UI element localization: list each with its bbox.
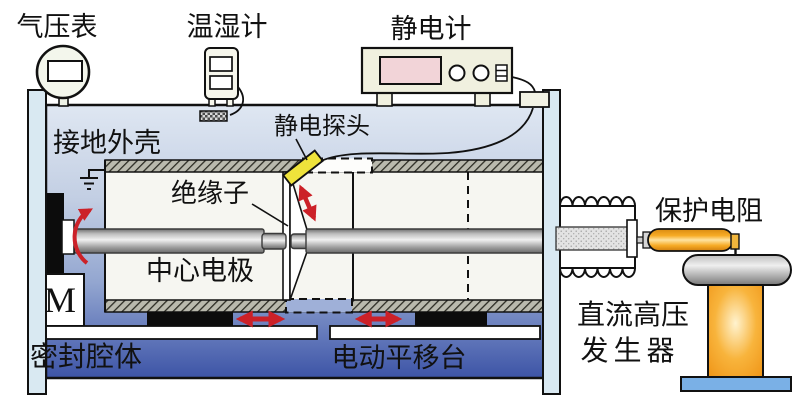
- electrometer-knob: [448, 64, 466, 82]
- electrometer-display: [379, 56, 442, 85]
- left-rod-neck: [261, 232, 287, 250]
- hygrometer-body: [204, 47, 239, 100]
- insulator-label: 绝缘子: [171, 179, 249, 208]
- insulator-pointer-line: [251, 203, 289, 227]
- center-electrode-label: 中心电极: [146, 256, 254, 286]
- left-rod: [73, 228, 265, 254]
- right-rod: [305, 228, 549, 254]
- electrometer-label: 静电计: [391, 14, 472, 44]
- electrometer-cable: [511, 76, 536, 93]
- electrometer-leg: [474, 92, 491, 107]
- hygrometer-sensor-cable: [229, 86, 245, 116]
- bushing-sheds-bottom: [559, 267, 636, 278]
- hygrometer-sensor: [199, 110, 228, 122]
- stage-rail-right: [329, 325, 541, 340]
- barometer-gauge: [35, 44, 91, 107]
- left-flange: [27, 89, 47, 395]
- motor-label: M: [44, 280, 76, 320]
- generator-column: [707, 282, 764, 380]
- center-electrode-rod: [73, 228, 549, 254]
- electrostatic-probe-device: [281, 149, 325, 187]
- bottom-wall-dashed-window: [285, 298, 353, 314]
- sealed-chamber-label: 密封腔体: [30, 341, 142, 373]
- stage-slider-right: [415, 312, 487, 326]
- generator-base: [680, 376, 792, 392]
- hv-generator-label-line1: 直流高压: [577, 299, 689, 331]
- probe-cable: [320, 107, 534, 162]
- electrometer-leg: [376, 92, 393, 107]
- grounded-shell-label: 接地外壳: [53, 128, 161, 158]
- hv-bushing: [555, 196, 638, 278]
- bushing-terminal: [626, 219, 638, 258]
- probe-pointer-line: [295, 138, 308, 161]
- protection-resistor-label: 保护电阻: [655, 196, 763, 226]
- dc-hv-generator: [680, 254, 792, 392]
- protection-resistor-body: [647, 228, 734, 252]
- ground-symbol-icon: [80, 169, 105, 190]
- hv-generator-label-line2: 发生器: [580, 335, 679, 367]
- probe-scan-arrow: [298, 184, 317, 222]
- hygrometer-label: 温湿计: [187, 12, 268, 42]
- translation-stage-label: 电动平移台: [332, 343, 467, 373]
- barometer-display: [47, 60, 83, 82]
- hygrometer-display-upper: [209, 56, 233, 72]
- electrometer-device: [360, 46, 536, 107]
- probe-label: 静电探头: [274, 113, 370, 140]
- motor-coupling: [61, 219, 75, 255]
- bushing-sheds-top: [559, 196, 636, 207]
- electrometer-knob: [472, 64, 490, 82]
- hygrometer-display-lower: [209, 75, 233, 90]
- stage-rail-left: [36, 325, 318, 340]
- resistor-end-cap: [730, 233, 740, 250]
- barometer-label: 气压表: [17, 12, 98, 42]
- hygrometer-device: [199, 47, 245, 122]
- stage-slider-left: [147, 312, 233, 326]
- rotation-arrow: [72, 208, 93, 265]
- protection-resistor-assembly: [636, 228, 740, 257]
- cable-feedthrough: [519, 91, 550, 108]
- generator-toroid: [682, 254, 792, 286]
- bushing-conductor: [555, 226, 629, 251]
- motor-assembly: M: [35, 193, 85, 327]
- electrometer-vent-icon: [495, 64, 508, 82]
